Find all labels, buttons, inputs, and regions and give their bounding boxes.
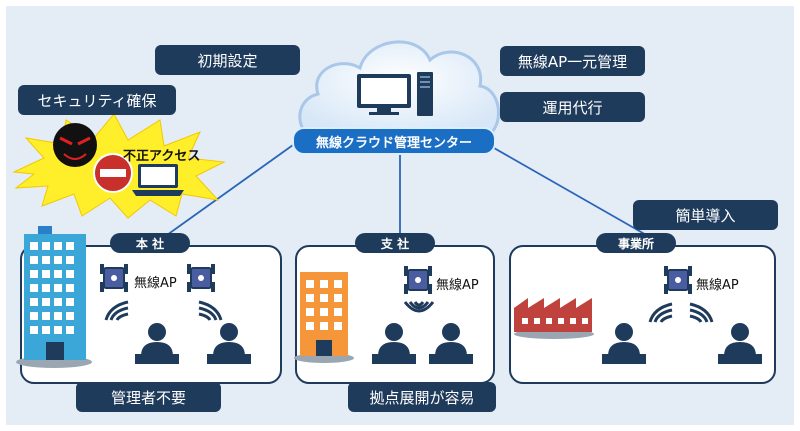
wifi-signal-icon [198, 300, 223, 321]
callout-security: セキュリティ確保 [18, 85, 176, 115]
tag-hq: 本 社 [110, 233, 190, 253]
laptop-icon [132, 164, 184, 196]
office-building-icon [16, 226, 92, 368]
office-building-icon [294, 272, 354, 363]
user-at-desk-icon [372, 323, 416, 364]
unauthorized-access-label: 不正アクセス [123, 149, 201, 164]
user-at-desk-icon [429, 323, 473, 364]
tag-branch: 支 社 [355, 233, 435, 253]
access-point-icon [187, 264, 215, 292]
callout-easy-expand: 拠点展開が容易 [348, 382, 496, 412]
wifi-signal-icon [403, 301, 435, 313]
branch-ap-label: 無線AP [436, 278, 479, 293]
line-to-office [479, 139, 656, 241]
access-point-icon [404, 266, 432, 294]
callout-outsourcing: 運用代行 [500, 92, 645, 122]
user-at-desk-icon [602, 323, 646, 364]
wifi-signal-icon [104, 300, 129, 321]
tag-office: 事業所 [596, 233, 676, 253]
callout-initial-setup: 初期設定 [155, 45, 300, 75]
server-computer-icon [357, 72, 433, 116]
callout-no-admin: 管理者不要 [76, 382, 221, 412]
wifi-signal-icon [648, 302, 673, 323]
user-at-desk-icon [718, 323, 762, 364]
no-entry-icon [93, 153, 133, 193]
factory-icon [514, 298, 594, 339]
access-point-icon [100, 264, 128, 292]
user-at-desk-icon [207, 323, 251, 364]
access-point-icon [664, 266, 692, 294]
office-ap-label: 無線AP [696, 278, 739, 293]
callout-central-mgmt: 無線AP一元管理 [500, 46, 645, 76]
wifi-signal-icon [689, 302, 714, 323]
line-to-hq [159, 139, 301, 241]
hacker-icon [53, 123, 97, 167]
callout-easy-intro: 簡単導入 [633, 200, 778, 230]
hq-ap-label: 無線AP [134, 276, 177, 291]
user-at-desk-icon [135, 323, 179, 364]
cloud-center-label: 無線クラウド管理センター [292, 127, 496, 155]
